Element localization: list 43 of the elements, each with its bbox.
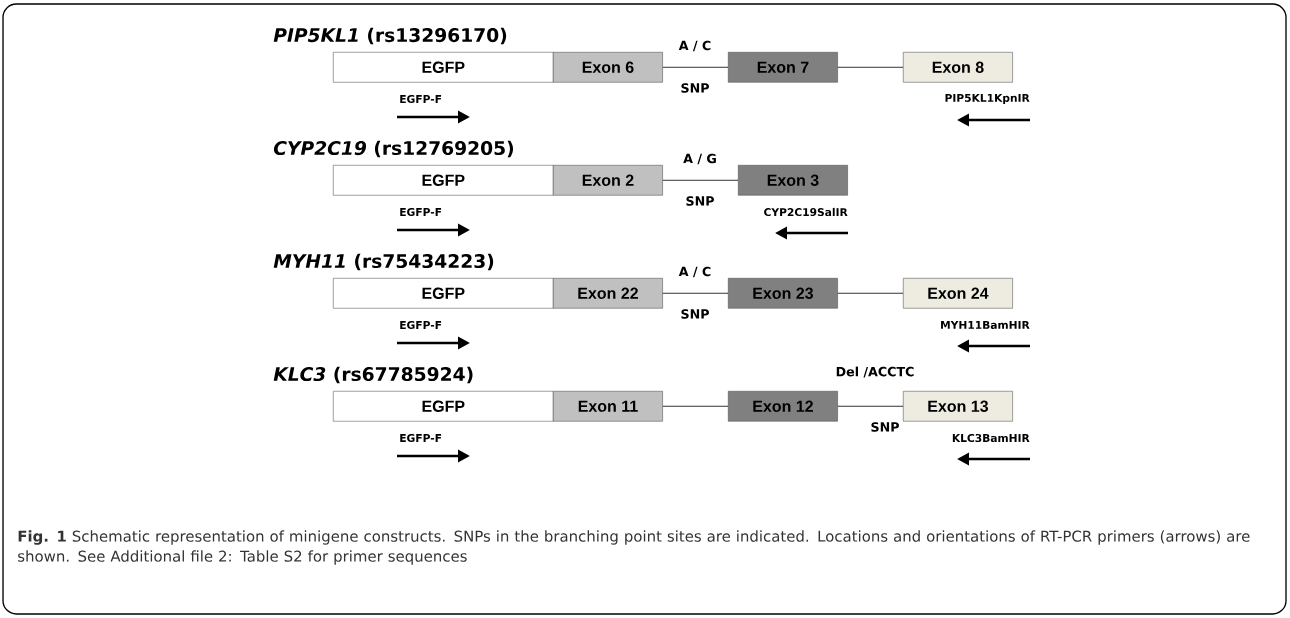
exon-box: Exon 7 <box>728 52 838 83</box>
construct-title: CYP2C19 (rs12769205) <box>273 140 514 158</box>
snp-label: SNP <box>686 196 714 206</box>
intron-line <box>837 66 904 68</box>
intron-line <box>662 292 729 294</box>
intron-line <box>837 292 904 294</box>
exon-box: Exon 13 <box>903 391 1013 422</box>
exon-box: Exon 6 <box>553 52 663 83</box>
exon-box: Exon 22 <box>553 278 663 309</box>
egfp-box: EGFP <box>333 52 554 83</box>
figure-caption: Fig. 1 Schematic representation of minigene constructs. SNPs in the branching point sites are indicated. Locations and orientations of RT-PCR primers (arrows) are shown. See Additional file 2: Table S2 for primer sequences <box>18 530 1250 565</box>
construct-title: MYH11 (rs75434223) <box>273 253 494 271</box>
exon-box: Exon 3 <box>738 165 848 196</box>
exon-box: Exon 8 <box>903 52 1013 83</box>
primer-label: PIP5KL1KpnIR <box>945 94 1030 104</box>
primer-label: EGFP-F <box>400 94 442 104</box>
intron-line <box>837 405 904 407</box>
primer-label: MYH11BamHIR <box>941 321 1030 329</box>
egfp-box: EGFP <box>333 165 554 196</box>
exon-box: Exon 2 <box>553 165 663 196</box>
primer-label: EGFP-F <box>400 433 442 442</box>
allele-label: Del /ACCTC <box>836 366 914 378</box>
exon-box: Exon 12 <box>728 391 838 422</box>
primer-label: CYP2C19SalIR <box>764 207 848 217</box>
exon-box: Exon 23 <box>728 278 838 309</box>
exon-box: Exon 24 <box>903 278 1013 309</box>
snp-label: SNP <box>871 422 899 432</box>
intron-line <box>662 179 739 181</box>
exon-box: Exon 11 <box>553 391 663 422</box>
intron-line <box>662 405 729 407</box>
snp-label: SNP <box>681 309 709 319</box>
construct-title: KLC3 (rs67785924) <box>273 366 473 384</box>
snp-label: SNP <box>681 83 709 93</box>
allele-label: A / C <box>678 40 711 52</box>
egfp-box: EGFP <box>333 391 554 422</box>
primer-label: EGFP-F <box>400 320 442 330</box>
construct-title: PIP5KL1 (rs13296170) <box>273 27 507 45</box>
primer-label: EGFP-F <box>400 207 442 217</box>
intron-line <box>662 66 729 68</box>
egfp-box: EGFP <box>333 278 554 309</box>
allele-label: A / C <box>678 266 711 278</box>
allele-label: A / G <box>683 153 716 165</box>
primer-label: KLC3BamHIR <box>952 433 1030 442</box>
